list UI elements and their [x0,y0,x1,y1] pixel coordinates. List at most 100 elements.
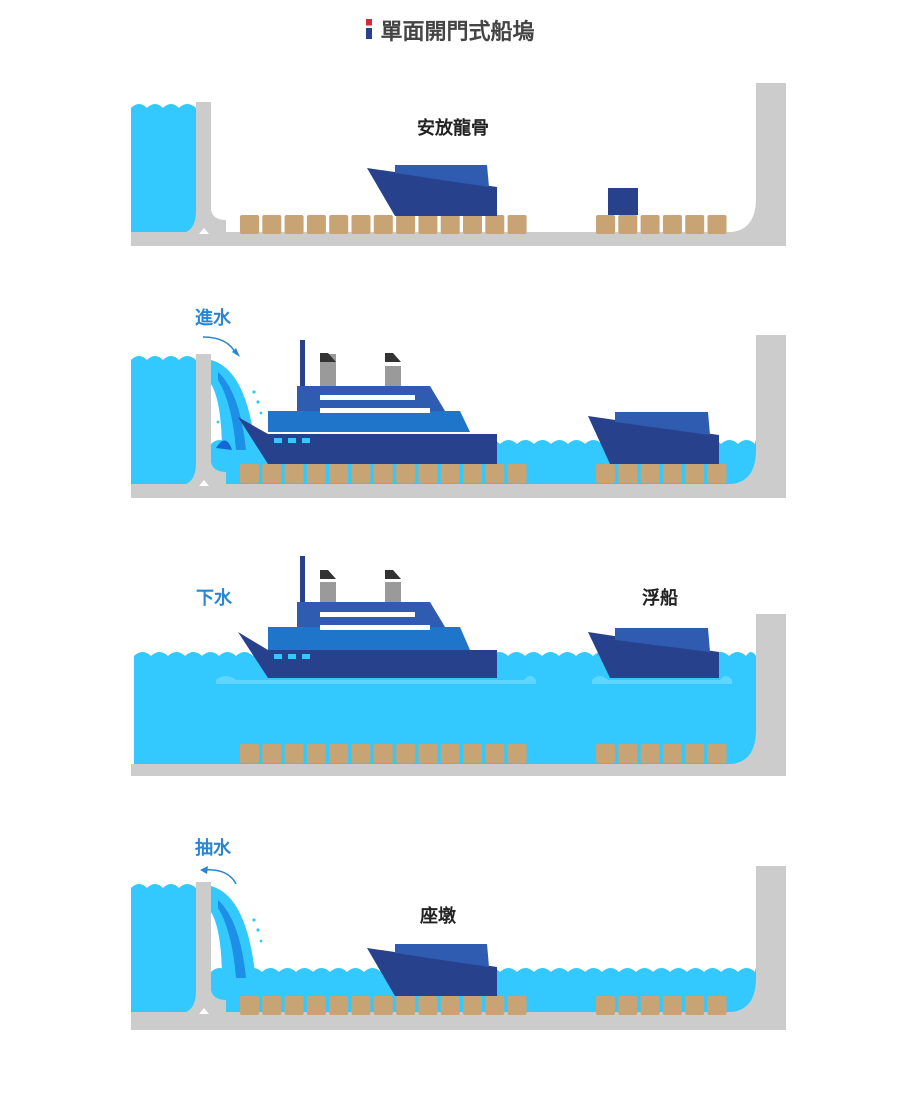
ship-hull [238,417,497,464]
keel-block [240,464,259,483]
ship-hull [367,168,497,216]
keel-block [685,744,705,763]
funnel-body [385,582,401,602]
keel-block [685,215,705,234]
keel-block [284,215,304,234]
inflow-stream-core [218,372,246,450]
keel-block [440,215,460,234]
keel-block [306,744,326,763]
cabin-windows [320,625,430,630]
keel-block [662,464,682,483]
water-droplet [259,939,263,943]
keel-block [707,464,727,483]
water-droplet [259,411,263,415]
keel-block [596,215,615,234]
keel-block [396,215,416,234]
keel-block [373,744,393,763]
keel-block [662,996,682,1015]
gate-hinge-icon [199,1008,209,1014]
keel-block [640,215,660,234]
keel-block [351,996,371,1015]
cabin-windows [320,612,415,617]
keel-block [329,744,349,763]
keel-block [373,464,393,483]
keel-block [596,996,615,1015]
ship-bow-section [395,165,489,187]
keel-block [640,464,660,483]
keel-block [463,215,482,234]
arrow-head-icon [200,866,208,874]
keel-block [240,996,259,1015]
funnel-top [320,353,336,362]
flag-icon [366,19,373,39]
porthole [288,438,296,443]
keel-block [685,996,705,1015]
porthole [302,654,310,659]
label-launch: 下水 [196,588,232,609]
keel-block [618,744,638,763]
funnel-top [385,353,401,362]
ship-bow-right [615,412,710,435]
keel-block [418,744,438,763]
cabin-windows [320,408,430,413]
ship-mast [300,556,305,602]
keel-block [618,215,638,234]
keel-block [396,464,416,483]
porthole [302,438,310,443]
keel-block [440,744,460,763]
keel-block [485,996,505,1015]
gate-hinge-icon [199,480,209,486]
keel-blocks-right [596,215,727,234]
keel-block [284,464,304,483]
label-cradle: 座墩 [420,906,456,927]
keel-block [351,464,371,483]
keel-block [262,744,282,763]
keel-block [507,464,527,483]
ship-hull [367,948,497,996]
outflow-stream-core [218,900,246,978]
ship-bow-right [615,628,710,652]
panel-launch: 下水 浮船 [0,552,901,792]
dock-walls [131,83,786,246]
keel-block [707,996,727,1015]
panel-4-drawing [131,866,786,1030]
water-droplet [256,400,260,404]
keel-block [284,744,304,763]
keel-block [284,996,304,1015]
keel-block [707,215,727,234]
keel-block [596,744,615,763]
outflow-arrow [202,869,237,885]
keel-block [262,996,282,1015]
keel-block [262,215,282,234]
keel-block [351,215,371,234]
keel-blocks [240,996,527,1015]
keel-block [440,464,460,483]
porthole [274,438,282,443]
diagram-title: 單面開門式船塢 [0,14,901,46]
ship-mast [300,340,305,386]
keel-block [351,744,371,763]
keel-block [662,744,682,763]
panel-2-drawing [131,335,786,498]
keel-block [485,744,505,763]
panel-pumping: 抽水 座墩 [0,838,901,1096]
ship-mid-deck [268,411,470,432]
keel-block [618,996,638,1015]
keel-blocks-right [596,996,727,1015]
keel-block [463,996,482,1015]
keel-block [418,215,438,234]
keel-block [640,744,660,763]
ship-bow-section [395,944,489,967]
keel-block [707,744,727,763]
keel-block [240,215,259,234]
ship-hull-right [588,632,719,678]
label-flooding: 進水 [195,308,231,329]
keel-block [329,996,349,1015]
water-droplet [252,918,256,922]
ship-hull-right [588,416,719,464]
keel-block [418,464,438,483]
keel-block [662,215,682,234]
inflow-splash [216,440,232,450]
keel-block [685,464,705,483]
keel-block [485,464,505,483]
